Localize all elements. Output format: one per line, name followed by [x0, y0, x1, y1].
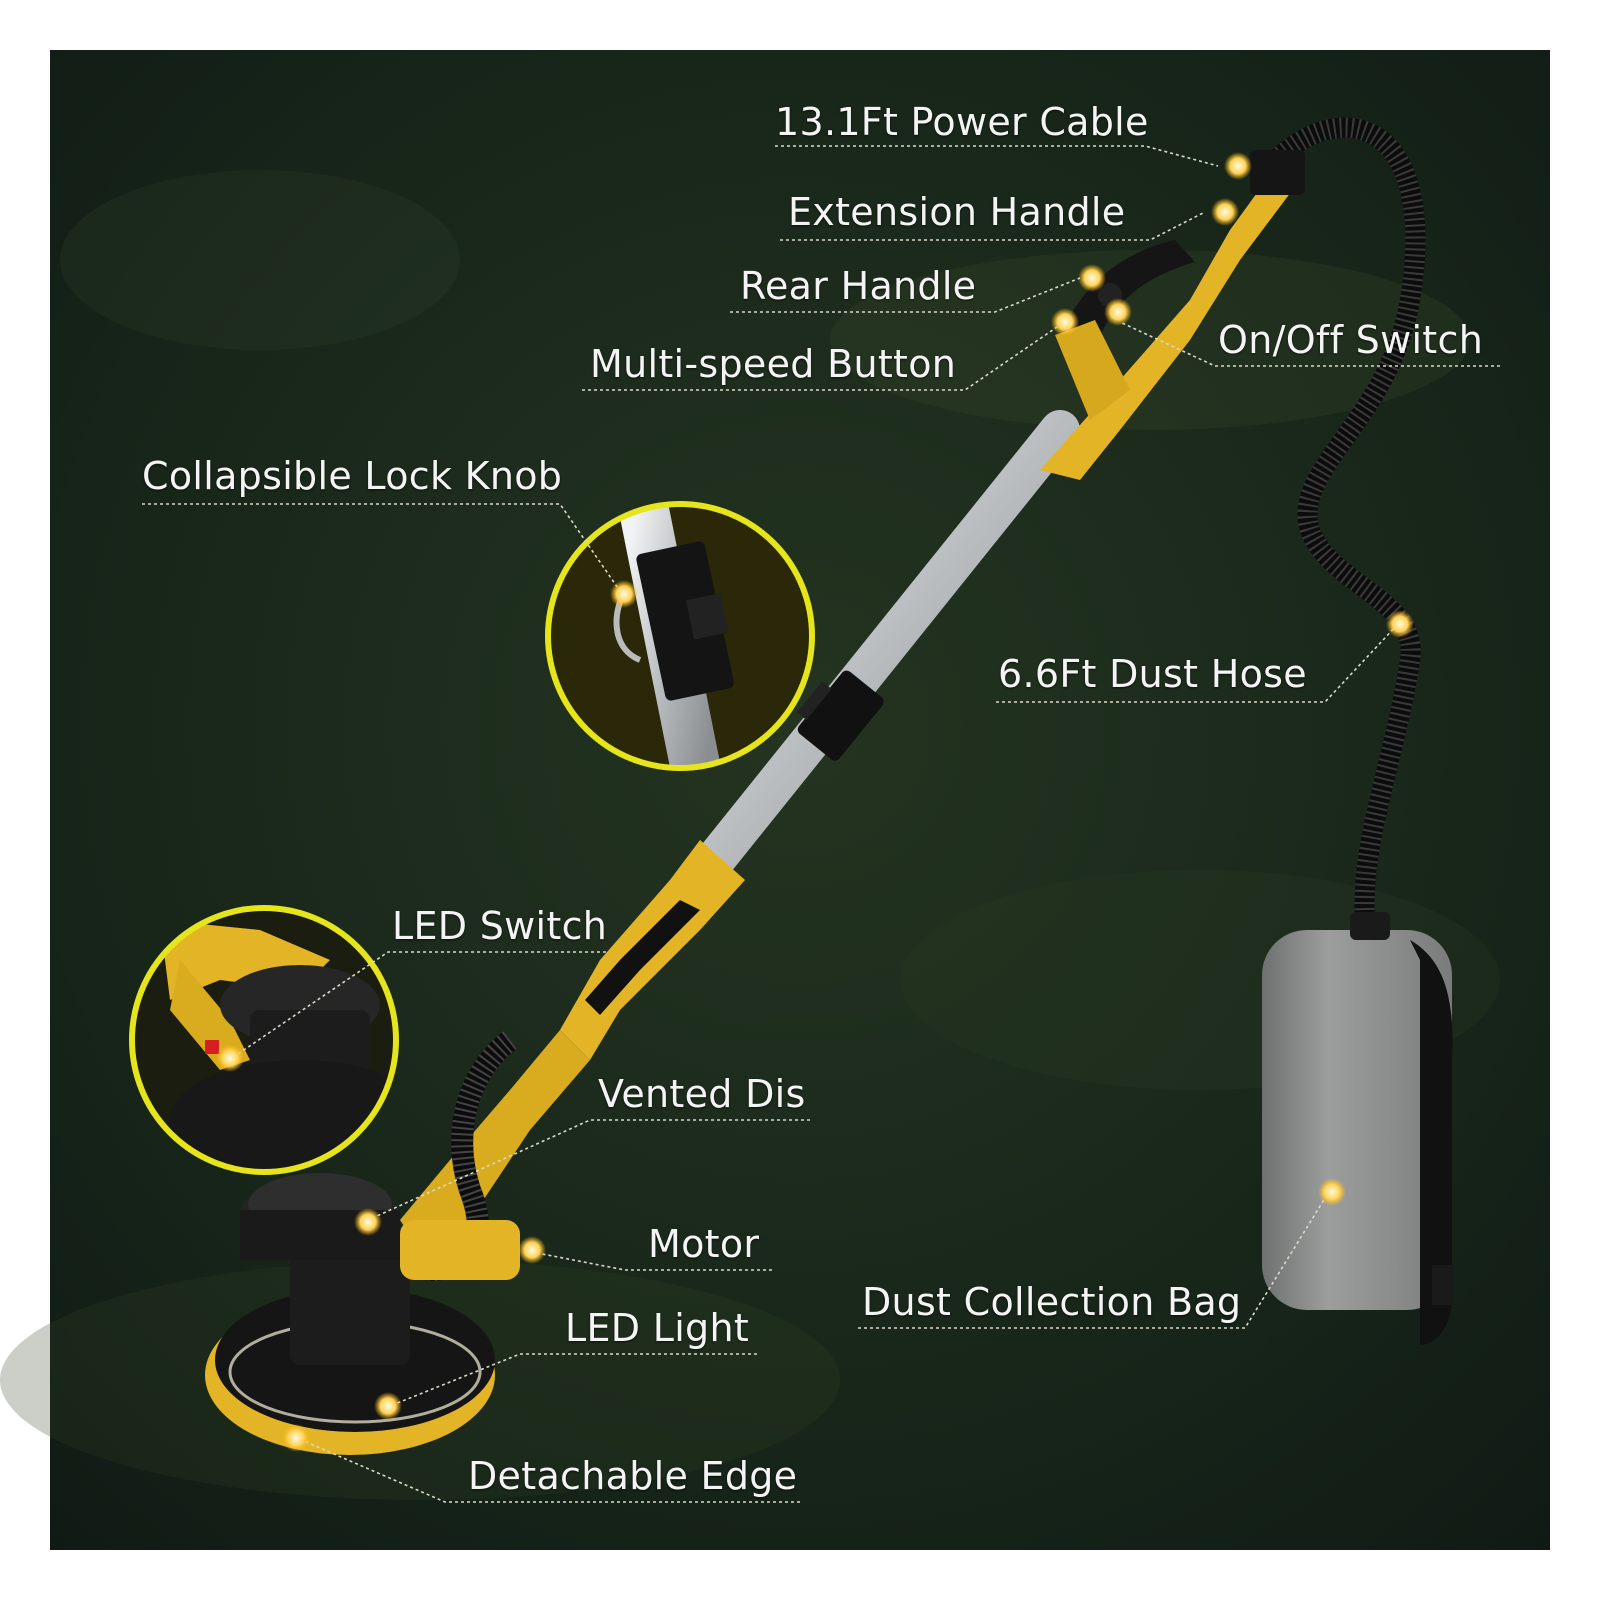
- led-switch-label: LED Switch: [392, 904, 608, 948]
- hotspot-dot: [216, 1044, 244, 1072]
- extension-handle-label: Extension Handle: [788, 190, 1126, 234]
- hotspot-dot: [1051, 308, 1079, 336]
- detachable-edge-label: Detachable Edge: [468, 1454, 798, 1498]
- lock-knob-label: Collapsible Lock Knob: [142, 454, 563, 498]
- vented-dis-label: Vented Dis: [598, 1072, 806, 1116]
- rear-handle-label: Rear Handle: [740, 264, 977, 308]
- hotspot-dot: [1211, 198, 1239, 226]
- background-texture: [0, 170, 1500, 1500]
- hotspot-dots: [216, 152, 1414, 1452]
- leader-lines: [142, 145, 1500, 1503]
- hotspot-dot: [354, 1208, 382, 1236]
- hotspot-dot: [374, 1392, 402, 1420]
- dust-hose-label: 6.6Ft Dust Hose: [998, 652, 1307, 696]
- hotspot-dot: [610, 580, 638, 608]
- sanding-head: [205, 1173, 520, 1455]
- multi-speed-button-label: Multi-speed Button: [590, 342, 957, 386]
- hotspot-dot: [518, 1236, 546, 1264]
- hotspot-dot: [1224, 152, 1252, 180]
- dust-bag-label: Dust Collection Bag: [862, 1280, 1242, 1324]
- hotspot-dot: [1078, 264, 1106, 292]
- hotspot-dot: [1318, 1178, 1346, 1206]
- hotspot-dot: [1104, 298, 1132, 326]
- sander-pole: [695, 410, 1080, 880]
- motor-label: Motor: [648, 1222, 760, 1266]
- led-light-label: LED Light: [565, 1306, 750, 1350]
- inset-led-switch: [129, 905, 399, 1175]
- on-off-switch-label: On/Off Switch: [1218, 318, 1484, 362]
- hotspot-dot: [282, 1424, 310, 1452]
- power-cable-label: 13.1Ft Power Cable: [775, 100, 1149, 144]
- sander-head-upper: [1040, 150, 1305, 480]
- dust-collection-bag: [1262, 912, 1454, 1345]
- hotspot-dot: [1386, 610, 1414, 638]
